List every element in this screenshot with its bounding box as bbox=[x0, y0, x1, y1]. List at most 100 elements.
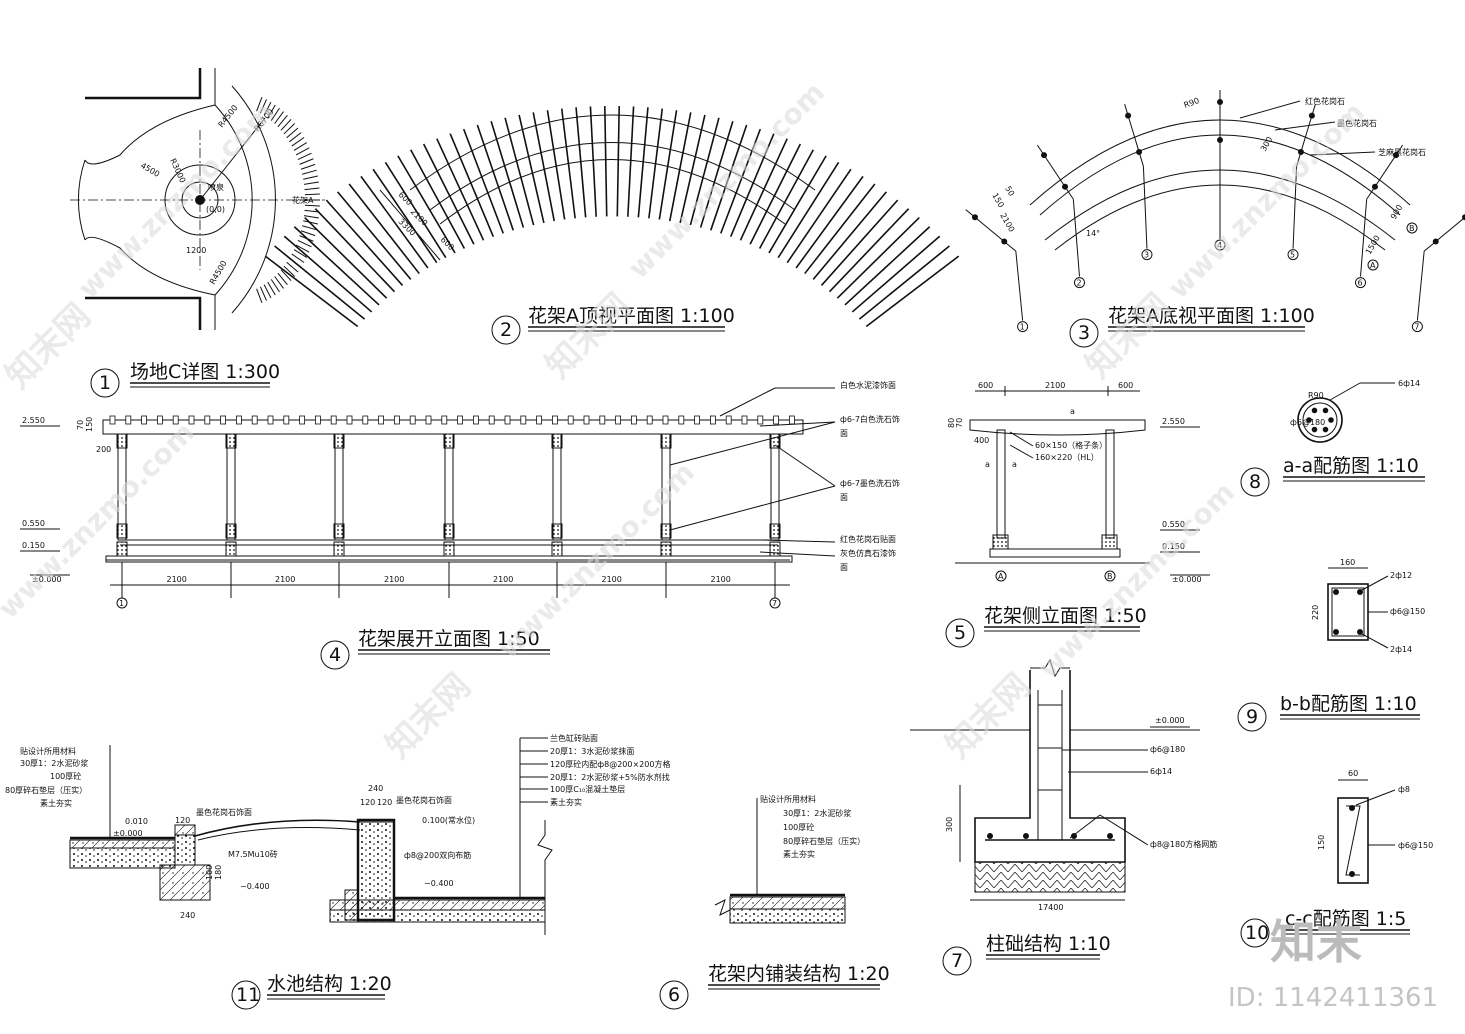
side-d600b: 600 bbox=[1118, 381, 1133, 390]
top-slat bbox=[604, 106, 608, 217]
top-slat bbox=[836, 216, 920, 299]
site-rib bbox=[286, 127, 299, 139]
aa-bar bbox=[1311, 407, 1318, 414]
pool-brick: M7.5Mu10砖 bbox=[228, 849, 278, 859]
bottom-col-dot bbox=[1001, 238, 1008, 245]
elev-slat bbox=[393, 415, 400, 425]
elev-span-label: 2100 bbox=[493, 575, 513, 584]
top-slat bbox=[304, 216, 388, 299]
title-number-t8: 8 bbox=[1249, 471, 1261, 493]
bottom-axis-leader bbox=[1072, 199, 1080, 277]
title-bubble-t8 bbox=[1240, 467, 1270, 497]
side-d600a: 600 bbox=[978, 381, 993, 390]
bot-d150: 150 bbox=[990, 192, 1005, 210]
pave-note1: 30厚1：2水泥砂浆 bbox=[783, 808, 851, 818]
elev-leader bbox=[719, 387, 776, 417]
bot-d50: 50 bbox=[1003, 185, 1016, 198]
elev-span-label: 2100 bbox=[384, 575, 404, 584]
foot-r3: ф8@180方格网筋 bbox=[1150, 839, 1217, 849]
top-slat bbox=[589, 106, 597, 217]
aa-bar bbox=[1322, 407, 1329, 414]
title-text-t7: 柱础结构 1:10 bbox=[986, 933, 1111, 955]
elev-cap bbox=[769, 433, 781, 449]
pave-note0: 贴设计所用材料 bbox=[760, 794, 816, 804]
side-lv0150: 0.150 bbox=[1162, 542, 1185, 551]
top-slat bbox=[384, 161, 447, 259]
title-bubble-t1 bbox=[90, 368, 120, 398]
aa-rebar-drawing: 6ф14 R90 ф6@180 bbox=[1290, 379, 1420, 443]
bottom-axis-label: 4 bbox=[1217, 241, 1222, 250]
site-rib bbox=[302, 225, 317, 231]
elev-note: 面 bbox=[840, 493, 848, 502]
pave-note2: 100厚砼 bbox=[783, 822, 814, 832]
elev-slat bbox=[188, 415, 195, 425]
top-slat bbox=[397, 155, 456, 254]
elev-slat bbox=[662, 415, 669, 425]
arbor-label: 花架A bbox=[292, 195, 314, 205]
title-bubble-t6 bbox=[659, 980, 689, 1010]
top-slat bbox=[504, 117, 535, 226]
site-rib bbox=[277, 272, 288, 286]
elev-slat bbox=[567, 415, 574, 425]
pool-granite2: 墨色花岗石饰面 bbox=[396, 795, 452, 805]
bb-h220: 220 bbox=[1311, 605, 1320, 620]
bot-angle: 14° bbox=[1086, 229, 1100, 238]
side-a-mark3: a bbox=[1012, 460, 1017, 469]
aa-bar bbox=[1311, 426, 1318, 433]
elev-d150: 150 bbox=[85, 417, 94, 432]
elev-plinth bbox=[769, 541, 781, 557]
bottom-col-dot bbox=[1125, 112, 1132, 119]
pool-d120: 120 bbox=[175, 816, 190, 825]
elev-leader bbox=[669, 421, 836, 466]
elev-plinth bbox=[225, 541, 237, 557]
bottom-axis-label: 1 bbox=[1020, 323, 1025, 332]
site-rib bbox=[267, 104, 276, 119]
wm-id: ID: 1142411361 bbox=[1228, 983, 1438, 1013]
top-d3300: 3300 bbox=[397, 217, 418, 238]
top-slat bbox=[422, 143, 475, 245]
top-slat bbox=[851, 235, 941, 313]
side-lv2550: 2.550 bbox=[1162, 417, 1185, 426]
elev-slat bbox=[172, 415, 179, 425]
site-rib bbox=[291, 253, 305, 263]
elev-slat bbox=[757, 415, 764, 425]
elev-slat bbox=[330, 415, 337, 425]
top-slat bbox=[449, 133, 495, 238]
cc-r2: ф6@150 bbox=[1398, 841, 1433, 850]
top-slat bbox=[325, 199, 404, 286]
bottom-plan-drawing: R90 红色花岗石 墨色花岗石 芝麻黑花岗石 150 50 2100 300 1… bbox=[965, 90, 1465, 333]
top-slat bbox=[786, 168, 852, 264]
elev-slat bbox=[299, 415, 306, 425]
bottom-col-dot bbox=[1432, 238, 1439, 245]
top-slat bbox=[689, 117, 720, 226]
site-rib bbox=[304, 187, 320, 191]
title-text-t1: 场地C详图 1:300 bbox=[130, 361, 280, 383]
elev-lv2550: 2.550 bbox=[22, 416, 45, 425]
bottom-col-dot bbox=[1041, 152, 1048, 159]
aa-bar bbox=[1322, 426, 1329, 433]
bottom-axis-bubble bbox=[1355, 277, 1367, 289]
d1200-label: 1200 bbox=[186, 246, 206, 255]
top-slat bbox=[264, 255, 359, 328]
top-slat bbox=[820, 199, 899, 286]
site-rib bbox=[270, 107, 280, 121]
pool-d120b: 120 bbox=[377, 798, 392, 807]
top-slat bbox=[828, 208, 910, 293]
bot-r90: R90 bbox=[1183, 96, 1201, 110]
pool-lv0000: ±0.000 bbox=[113, 829, 143, 838]
side-d80: 80 bbox=[947, 418, 956, 428]
top-slat bbox=[795, 175, 864, 269]
elev-span-label: 2100 bbox=[275, 575, 295, 584]
elev-axis7-bubble bbox=[769, 597, 781, 609]
elev-cap bbox=[333, 433, 345, 449]
top-slat bbox=[532, 112, 556, 222]
foot-h300: 300 bbox=[945, 817, 954, 832]
elev-slat bbox=[504, 415, 511, 425]
bot-d900: 900 bbox=[1389, 203, 1404, 221]
elev-slat bbox=[725, 415, 732, 425]
bb-bot: 2ф14 bbox=[1390, 645, 1412, 654]
origin-label: (0,0) bbox=[206, 205, 225, 214]
elev-slat bbox=[488, 415, 495, 425]
elev-slat bbox=[346, 415, 353, 425]
foot-width: 17400 bbox=[1038, 903, 1063, 912]
